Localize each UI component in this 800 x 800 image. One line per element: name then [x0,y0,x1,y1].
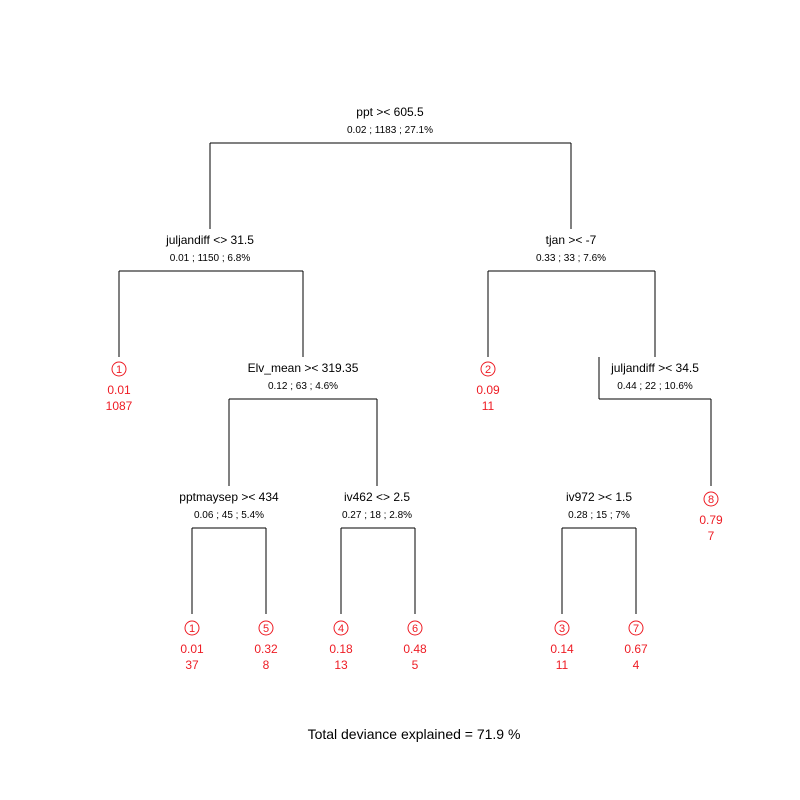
leaf-circle-icon [554,620,570,636]
leaf-group: 3 [559,623,565,635]
leaf-node: 2 0.09 11 [476,361,500,413]
leaf-group: 6 [412,623,418,635]
split-label: juljandiff >< 34.5 [610,361,699,375]
split-node-iv972: iv972 >< 1.5 0.28 ; 15 ; 7% [566,490,632,521]
leaf-circle-icon [184,620,200,636]
split-label: juljandiff <> 31.5 [165,233,254,247]
leaf-circle-icon [480,361,496,377]
leaf-mean: 0.67 [624,642,648,656]
leaf-node: 3 0.14 11 [550,620,574,672]
leaf-count: 11 [482,399,495,413]
leaf-node: 8 0.79 7 [699,491,723,543]
split-label: ppt >< 605.5 [356,105,424,119]
leaf-circle-icon [333,620,349,636]
leaf-group: 8 [708,494,714,506]
split-stats: 0.28 ; 15 ; 7% [568,510,630,521]
split-stats: 0.01 ; 1150 ; 6.8% [170,253,251,264]
leaf-mean: 0.48 [403,642,427,656]
leaf-count: 7 [708,529,715,543]
total-deviance-footer: Total deviance explained = 71.9 % [308,726,521,742]
split-node-tjan: tjan >< -7 0.33 ; 33 ; 7.6% [536,233,606,264]
leaf-circle-icon [703,491,719,507]
leaf-node: 1 0.01 1087 [106,361,133,413]
split-node-iv462: iv462 <> 2.5 0.27 ; 18 ; 2.8% [342,490,412,521]
leaf-circle-icon [258,620,274,636]
leaf-mean: 0.79 [699,513,723,527]
leaf-mean: 0.14 [550,642,574,656]
tree-edges [118,142,712,614]
leaf-nodes: 10.01108720.091180.79710.013750.32840.18… [106,361,723,672]
split-stats: 0.33 ; 33 ; 7.6% [536,253,606,264]
split-label: Elv_mean >< 319.35 [248,361,359,375]
leaf-mean: 0.09 [476,383,500,397]
leaf-group: 1 [189,623,195,635]
split-stats: 0.27 ; 18 ; 2.8% [342,510,412,521]
leaf-group: 1 [116,364,122,376]
split-label: iv972 >< 1.5 [566,490,632,504]
leaf-node: 4 0.18 13 [329,620,353,672]
leaf-group: 4 [338,623,344,635]
leaf-count: 8 [263,658,270,672]
split-stats: 0.02 ; 1183 ; 27.1% [347,125,433,136]
leaf-group: 7 [633,623,639,635]
leaf-mean: 0.01 [180,642,204,656]
leaf-count: 4 [633,658,640,672]
leaf-count: 11 [556,658,569,672]
leaf-count: 1087 [106,399,133,413]
leaf-count: 13 [334,658,348,672]
split-node-juljandiff-1: juljandiff <> 31.5 0.01 ; 1150 ; 6.8% [165,233,254,264]
leaf-node: 1 0.01 37 [180,620,204,672]
leaf-circle-icon [407,620,423,636]
split-label: pptmaysep >< 434 [179,490,279,504]
leaf-node: 7 0.67 4 [624,620,648,672]
leaf-mean: 0.32 [254,642,278,656]
leaf-group: 5 [263,623,269,635]
leaf-circle-icon [111,361,127,377]
leaf-group: 2 [485,364,491,376]
leaf-node: 6 0.48 5 [403,620,427,672]
split-label: tjan >< -7 [546,233,597,247]
leaf-circle-icon [628,620,644,636]
leaf-node: 5 0.32 8 [254,620,278,672]
split-stats: 0.12 ; 63 ; 4.6% [268,381,338,392]
split-node-root: ppt >< 605.5 0.02 ; 1183 ; 27.1% [347,105,433,136]
leaf-count: 5 [412,658,419,672]
split-stats: 0.06 ; 45 ; 5.4% [194,510,264,521]
split-nodes: ppt >< 605.5 0.02 ; 1183 ; 27.1% juljandif… [165,105,699,521]
split-label: iv462 <> 2.5 [344,490,410,504]
leaf-mean: 0.01 [107,383,131,397]
split-node-juljandiff-2: juljandiff >< 34.5 0.44 ; 22 ; 10.6% [610,361,699,392]
split-node-pptmaysep: pptmaysep >< 434 0.06 ; 45 ; 5.4% [179,490,279,521]
split-node-elv-mean: Elv_mean >< 319.35 0.12 ; 63 ; 4.6% [248,361,359,392]
leaf-mean: 0.18 [329,642,353,656]
leaf-count: 37 [185,658,199,672]
split-stats: 0.44 ; 22 ; 10.6% [617,381,693,392]
